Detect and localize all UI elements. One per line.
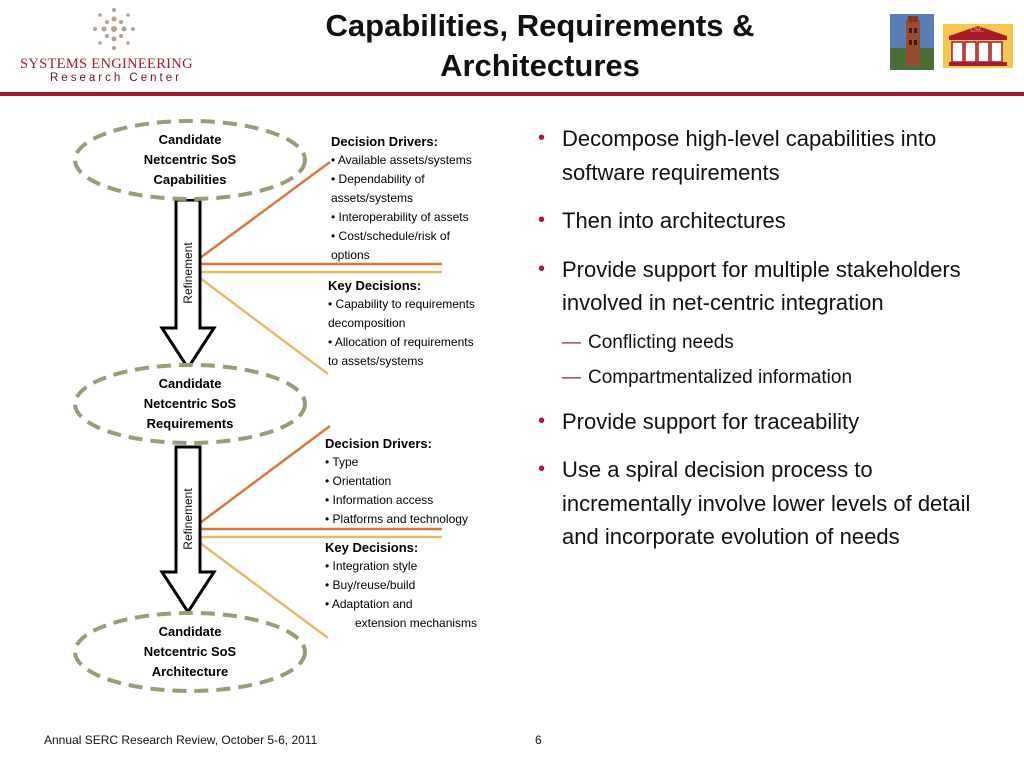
key-decision-item: decomposition (328, 316, 406, 330)
refinement-label: Refinement (181, 488, 195, 550)
node-line: Candidate (158, 132, 222, 147)
sub-bullet-dash-icon: — (562, 366, 581, 388)
bullet-dot-icon: • (538, 257, 546, 280)
key-decision-item: • Buy/reuse/build (325, 578, 416, 592)
bullet-text: Provide support for traceability (562, 408, 860, 434)
node-line: Architecture (151, 664, 229, 679)
key-decision-item: to assets/systems (328, 354, 424, 368)
bullet-item: • Provide support for multiple stakehold… (536, 253, 1006, 320)
header-divider (0, 92, 1024, 96)
stage2-key-decisions: Key Decisions: • Integration style • Buy… (325, 538, 477, 633)
node-architecture: Candidate Netcentric SoS Architecture (110, 622, 270, 682)
title-line-2: Architectures (440, 48, 640, 83)
driver-item: • Interoperability of assets (331, 210, 469, 224)
driver-item: • Cost/schedule/risk of (331, 229, 450, 243)
sub-bullet-item: — Compartmentalized information (536, 366, 1006, 390)
sub-bullet-text: Compartmentalized information (588, 366, 853, 388)
sub-bullet-item: — Conflicting needs (536, 331, 1006, 355)
bullet-item: • Use a spiral decision process to incre… (536, 453, 1006, 554)
driver-item: • Type (325, 455, 359, 469)
driver-item: • Orientation (325, 474, 392, 488)
key-decisions-heading: Key Decisions: (328, 278, 422, 293)
node-capabilities: Candidate Netcentric SoS Capabilities (110, 130, 270, 190)
driver-item: • Platforms and technology (325, 512, 468, 526)
node-line: Candidate (158, 376, 222, 391)
stage1-decision-drivers: Decision Drivers: • Available assets/sys… (331, 132, 472, 265)
page-number: 6 (535, 733, 542, 747)
driver-item: • Dependability of (331, 172, 425, 186)
footer-event: Annual SERC Research Review, October 5-6… (44, 733, 318, 747)
refinement-label: Refinement (181, 242, 195, 304)
stage2-decision-drivers: Decision Drivers: • Type • Orientation •… (325, 434, 468, 529)
key-decision-item: • Capability to requirements (328, 297, 475, 311)
bullet-text: Use a spiral decision process to increme… (562, 457, 971, 549)
bullet-item: • Provide support for traceability (536, 405, 1006, 439)
bullet-text: Decompose high-level capabilities into s… (562, 126, 937, 185)
key-decisions-heading: Key Decisions: (325, 540, 419, 555)
bullet-dot-icon: • (538, 209, 546, 231)
node-line: Requirements (146, 416, 234, 431)
node-requirements: Candidate Netcentric SoS Requirements (110, 374, 270, 434)
usc-cse-logo: USC (943, 24, 1013, 68)
usc-building-icon (943, 24, 1013, 68)
bullet-dot-icon: • (538, 127, 546, 149)
drivers-heading: Decision Drivers: (325, 436, 432, 451)
key-decision-item: extension mechanisms (355, 616, 478, 630)
node-line: Capabilities (153, 172, 227, 187)
usc-logo-label: USC (970, 26, 984, 34)
node-line: Netcentric SoS (143, 644, 237, 659)
driver-item: assets/systems (331, 191, 414, 205)
key-decision-item: • Allocation of requirements (328, 335, 474, 349)
page-title: Capabilities, Requirements & Architectur… (260, 6, 820, 86)
node-line: Netcentric SoS (143, 152, 237, 167)
logo-org-name: SYSTEMS ENGINEERING (20, 56, 193, 72)
fan-line (199, 277, 329, 375)
bullet-list: • Decompose high-level capabilities into… (536, 122, 1006, 569)
sub-bullet-text: Conflicting needs (588, 331, 734, 353)
title-line-1: Capabilities, Requirements & (325, 8, 755, 43)
fan-line (199, 424, 331, 525)
node-line: Candidate (158, 624, 222, 639)
driver-item: • Information access (325, 493, 434, 507)
key-decision-item: • Integration style (325, 559, 418, 573)
logo-org-subtitle: Research Center (50, 72, 182, 84)
serc-snowflake-icon (93, 8, 135, 50)
sub-bullet-dash-icon: — (562, 331, 581, 353)
driver-item: • Available assets/systems (331, 153, 472, 167)
bullet-text: Then into architectures (562, 208, 786, 233)
drivers-heading: Decision Drivers: (331, 134, 438, 149)
driver-item: options (331, 248, 370, 262)
bullet-dot-icon: • (538, 458, 546, 480)
node-line: Netcentric SoS (143, 396, 237, 411)
bullet-item: • Decompose high-level capabilities into… (536, 122, 1006, 189)
bullet-text: Provide support for multiple stakeholder… (562, 256, 961, 316)
serc-logo: SYSTEMS ENGINEERING Research Center (14, 6, 214, 86)
tower-photo (890, 14, 934, 70)
bullet-item: • Then into architectures (536, 204, 1006, 238)
key-decision-item: • Adaptation and (325, 597, 413, 611)
stage1-key-decisions: Key Decisions: • Capability to requireme… (328, 276, 475, 371)
bullet-dot-icon: • (538, 409, 546, 432)
